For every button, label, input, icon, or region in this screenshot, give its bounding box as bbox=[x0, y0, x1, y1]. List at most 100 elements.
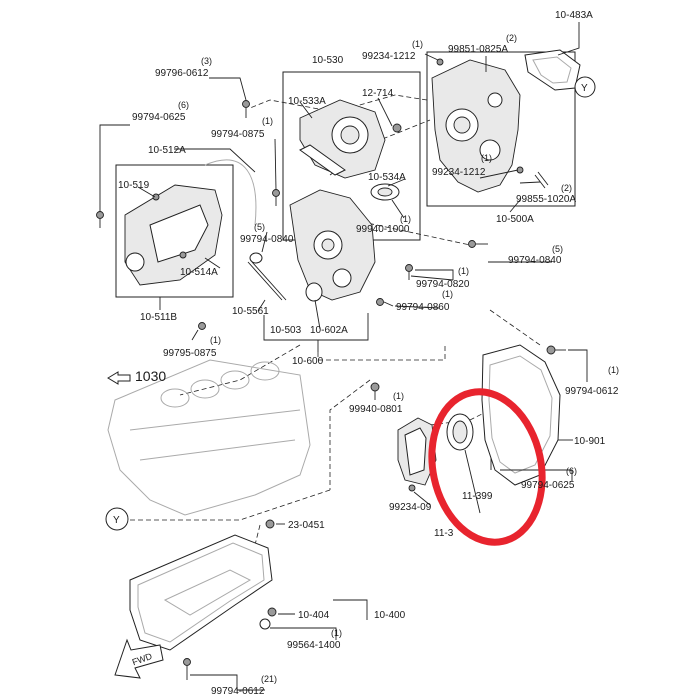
label-y-top: Y bbox=[581, 83, 588, 94]
highlight-ring bbox=[428, 388, 546, 546]
label-qty: (2) bbox=[506, 33, 517, 43]
label-qty: (1) bbox=[262, 116, 273, 126]
label-99940-0801: 99940-0801 bbox=[349, 404, 403, 415]
oil-pan-10-400 bbox=[129, 534, 273, 651]
engine-block-1030 bbox=[107, 359, 311, 516]
block-arrow-icon bbox=[107, 371, 131, 385]
label-10-512A: 10-512A bbox=[148, 145, 186, 156]
label-10-600: 10-600 bbox=[292, 356, 324, 367]
bolt-99794-0820 bbox=[405, 264, 413, 280]
label-99794-0840-right: 99794-0840 bbox=[508, 255, 562, 266]
label-99796-0612: 99796-0612 bbox=[155, 68, 209, 79]
y-marker-bottom bbox=[105, 507, 129, 531]
label-10-511B: 10-511B bbox=[140, 312, 177, 323]
label-99855-1020A: 99855-1020A bbox=[516, 194, 576, 205]
label-10-533A: 10-533A bbox=[288, 96, 326, 107]
oil-strainer-23-0451 bbox=[265, 519, 275, 529]
label-qty: (1) bbox=[412, 39, 423, 49]
label-23-0451: 23-0451 bbox=[288, 520, 325, 531]
label-99940-1000: 99940-1000 bbox=[356, 224, 410, 235]
label-qty: (1) bbox=[481, 153, 492, 163]
plug-left bbox=[249, 252, 263, 264]
label-qty: (1) bbox=[331, 628, 342, 638]
label-10-503: 10-503 bbox=[270, 325, 302, 336]
label-99234-1212-top: 99234-1212 bbox=[362, 51, 416, 62]
bolt-99794-0612-right bbox=[546, 345, 566, 355]
label-99794-0612-bottom: 99794-0612 bbox=[211, 686, 265, 697]
label-qty: (1) bbox=[400, 214, 411, 224]
label-99795-0875: 99795-0875 bbox=[163, 348, 217, 359]
bolt-99794-0625-left bbox=[96, 211, 104, 228]
box-10-511B-assembly bbox=[115, 164, 234, 298]
bolt-99234-1212-top bbox=[436, 58, 444, 66]
label-y-bottom: Y bbox=[113, 515, 120, 526]
dipstick-tube-10-5561 bbox=[247, 261, 283, 301]
bolt-99796-0612 bbox=[242, 100, 250, 118]
bolt-12-714 bbox=[392, 123, 402, 133]
gasket-10-483A bbox=[524, 49, 581, 91]
label-1030: 1030 bbox=[135, 368, 166, 384]
label-10-483A: 10-483A bbox=[555, 10, 593, 21]
label-11-399: 11-399 bbox=[462, 491, 493, 502]
leader-lines bbox=[99, 22, 588, 691]
bolt-99794-0875 bbox=[272, 189, 280, 206]
label-10-901: 10-901 bbox=[574, 436, 606, 447]
nut-99940-0801 bbox=[370, 382, 380, 392]
gasket-strip-10-533A bbox=[299, 144, 346, 176]
dash-10-600-down bbox=[317, 345, 446, 361]
label-99794-0860: 99794-0860 bbox=[396, 302, 450, 313]
label-qty: (3) bbox=[201, 56, 212, 66]
bolt-99794-0860 bbox=[376, 298, 394, 307]
label-qty: (1) bbox=[442, 289, 453, 299]
dash-y-bottom bbox=[130, 489, 331, 521]
label-qty: (5) bbox=[254, 222, 265, 232]
label-10-400: 10-400 bbox=[374, 610, 406, 621]
label-99564-1400: 99564-1400 bbox=[287, 640, 341, 651]
label-12-714: 12-714 bbox=[362, 88, 394, 99]
dash-right-bolts bbox=[489, 309, 541, 346]
pin-99234-09 bbox=[408, 484, 416, 492]
label-qty: (5) bbox=[552, 244, 563, 254]
label-99794-0820: 99794-0820 bbox=[416, 279, 470, 290]
box-10-500A-assembly bbox=[426, 51, 576, 207]
label-10-500A: 10-500A bbox=[496, 214, 534, 225]
label-11-3: 11-3 bbox=[434, 528, 454, 539]
label-99234-1212-mid: 99234-1212 bbox=[432, 167, 486, 178]
label-qty: (1) bbox=[393, 391, 404, 401]
label-10-519: 10-519 bbox=[118, 180, 150, 191]
label-qty: (1) bbox=[458, 266, 469, 276]
bracket-10-600 bbox=[263, 313, 369, 341]
bolt-99794-0840-right bbox=[468, 240, 488, 248]
bolt-99795-0875 bbox=[191, 322, 206, 341]
drain-plug-10-404 bbox=[259, 607, 277, 630]
label-qty: (2) bbox=[561, 183, 572, 193]
dash-to-plate bbox=[329, 379, 371, 490]
label-qty: (1) bbox=[608, 365, 619, 375]
label-99794-0840-left: 99794-0840 bbox=[240, 234, 294, 245]
label-10-5561: 10-5561 bbox=[232, 306, 269, 317]
label-qty: (6) bbox=[566, 466, 577, 476]
label-99794-0612-right: 99794-0612 bbox=[565, 386, 619, 397]
label-99794-0625-left: 99794-0625 bbox=[132, 112, 186, 123]
label-qty: (6) bbox=[178, 100, 189, 110]
label-10-404: 10-404 bbox=[298, 610, 330, 621]
dash-y-top bbox=[249, 94, 428, 113]
y-marker-top bbox=[574, 76, 596, 98]
dash-pan bbox=[254, 524, 261, 546]
label-99234-09: 99234-09 bbox=[389, 502, 432, 513]
label-99794-0875: 99794-0875 bbox=[211, 129, 265, 140]
fwd-arrow-icon bbox=[114, 638, 164, 679]
bolt-99794-0612-bottom bbox=[183, 658, 191, 680]
label-99794-0625-right: 99794-0625 bbox=[521, 480, 575, 491]
label-10-530: 10-530 bbox=[312, 55, 344, 66]
label-10-514A: 10-514A bbox=[180, 267, 218, 278]
label-10-602A: 10-602A bbox=[310, 325, 348, 336]
label-qty: (21) bbox=[261, 674, 277, 684]
label-qty: (1) bbox=[210, 335, 221, 345]
seal-10-602A bbox=[305, 282, 323, 302]
label-10-534A: 10-534A bbox=[368, 172, 406, 183]
label-99851-0825A: 99851-0825A bbox=[448, 44, 508, 55]
bolt-10-519 bbox=[152, 193, 160, 201]
bracket-10-400 bbox=[333, 599, 368, 620]
